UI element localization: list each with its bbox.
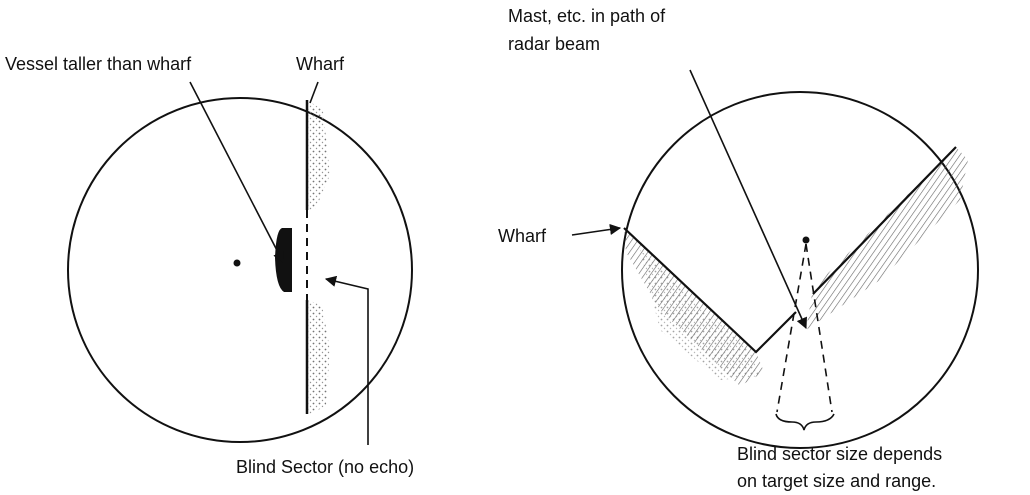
mast-arrow (689, 69, 807, 330)
mast-label-line1: Mast, etc. in path of (508, 6, 666, 26)
right-radar-display: Mast, etc. in path of radar beam Wharf B… (498, 6, 979, 491)
blind-sector-arrow (324, 275, 369, 445)
vessel-arrow (189, 81, 284, 263)
left-wharf-shading-bottom (307, 300, 330, 414)
mast-label-line2: radar beam (508, 34, 600, 54)
right-wharf-outline (623, 227, 797, 354)
right-wharf-outline-right (812, 146, 957, 295)
blind-sector-brace (775, 413, 835, 431)
blind-cone-left (776, 243, 807, 413)
right-wharf-shading-right (806, 147, 968, 330)
note-line2: on target size and range. (737, 471, 936, 491)
right-own-ship-dot (802, 236, 810, 244)
left-own-ship-dot (233, 259, 241, 267)
vessel-echo (275, 228, 292, 292)
left-scope-circle (67, 97, 413, 443)
right-wharf-dots (640, 250, 760, 380)
left-radar-display: Vessel taller than wharf Wharf Blind Sec… (5, 54, 414, 477)
right-wharf-arrow (571, 223, 622, 236)
left-wharf-arrow (309, 81, 319, 104)
blind-cone-right (805, 243, 833, 413)
left-wharf-label: Wharf (296, 54, 345, 74)
right-wharf-label: Wharf (498, 226, 547, 246)
left-wharf-shading-top (307, 100, 330, 210)
blind-sector-label: Blind Sector (no echo) (236, 457, 414, 477)
right-scope-circle (621, 91, 979, 449)
note-line1: Blind sector size depends (737, 444, 942, 464)
vessel-label: Vessel taller than wharf (5, 54, 192, 74)
